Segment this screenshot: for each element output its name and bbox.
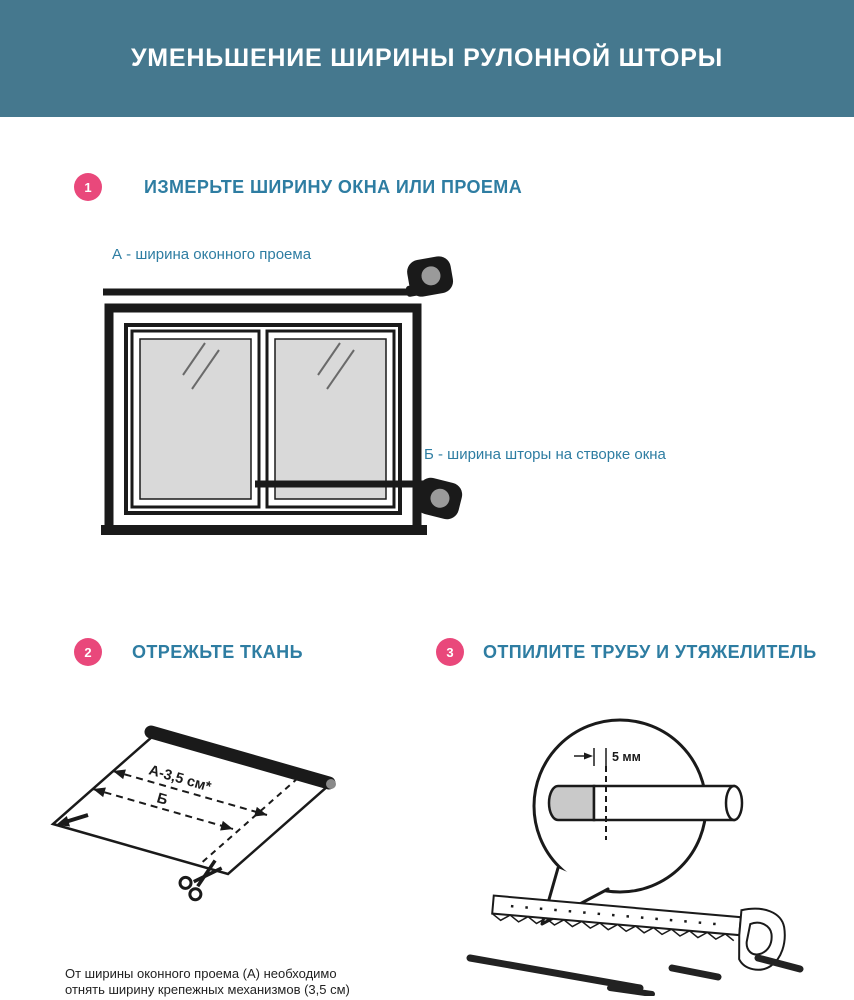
window-glass-right — [274, 338, 387, 500]
saw-handle — [738, 907, 786, 971]
rod-piece-long — [466, 954, 644, 992]
glass-shine-left-icon — [182, 342, 220, 390]
step-1-number-badge: 1 — [74, 173, 102, 201]
dimension-b-label: Б — [155, 790, 169, 808]
step-2-number-badge: 2 — [74, 638, 102, 666]
step-2-title: ОТРЕЖЬТЕ ТКАНЬ — [132, 641, 303, 662]
window-glass-left — [139, 338, 252, 500]
tube-sawing-illustration: 5 мм — [466, 718, 804, 996]
label-window-opening-width: А - ширина оконного проема — [112, 246, 312, 263]
saw-icon — [491, 894, 786, 971]
step-3-title: ОТПИЛИТЕ ТРУБУ И УТЯЖЕЛИТЕЛЬ — [483, 641, 817, 662]
saw-teeth — [491, 912, 735, 942]
cut-line — [197, 777, 299, 867]
footnote-line-1: От ширины оконного проема (А) необходимо — [65, 966, 337, 981]
window-sill — [101, 525, 427, 535]
roll-end-cap — [326, 779, 336, 789]
fabric-roll — [144, 725, 336, 790]
tape-measure-a-icon — [405, 256, 454, 297]
step-1-header: 1 ИЗМЕРЬТЕ ШИРИНУ ОКНА ИЛИ ПРОЕМА — [74, 173, 522, 201]
unroll-arrow-icon — [56, 813, 89, 827]
fabric-cutting-illustration: А-3,5 см* Б — [50, 725, 336, 902]
step-1-title: ИЗМЕРЬТЕ ШИРИНУ ОКНА ИЛИ ПРОЕМА — [144, 176, 523, 197]
page-title: УМЕНЬШЕНИЕ ШИРИНЫ РУЛОННОЙ ШТОРЫ — [130, 44, 724, 72]
rod-piece-right — [754, 954, 804, 973]
step-3-number-badge: 3 — [436, 638, 464, 666]
tube — [547, 784, 744, 822]
tape-measure-b-icon — [415, 477, 463, 520]
fabric-sheet — [50, 734, 331, 876]
step-3-header: 3 ОТПИЛИТЕ ТРУБУ И УТЯЖЕЛИТЕЛЬ — [436, 638, 817, 666]
window-measurement-illustration — [101, 256, 463, 535]
page-header: УМЕНЬШЕНИЕ ШИРИНЫ РУЛОННОЙ ШТОРЫ — [0, 0, 854, 117]
dimension-5mm-label: 5 мм — [612, 750, 641, 764]
footnote: От ширины оконного проема (А) необходимо… — [65, 966, 350, 999]
saw-blade — [491, 894, 742, 937]
dimension-5mm: 5 мм — [574, 748, 641, 766]
glass-shine-right-icon — [317, 342, 355, 390]
scissors-icon — [178, 859, 223, 902]
step-2-header: 2 ОТРЕЖЬТЕ ТКАНЬ — [74, 638, 303, 666]
label-sash-shade-width: Б - ширина шторы на створке окна — [424, 446, 666, 463]
dimension-b-line — [92, 787, 234, 831]
rod-piece-small — [607, 985, 655, 996]
footnote-line-2: отнять ширину крепежных механизмов (3,5 … — [65, 982, 350, 998]
dimension-a-line — [112, 769, 268, 817]
rod-piece-short — [668, 964, 722, 981]
